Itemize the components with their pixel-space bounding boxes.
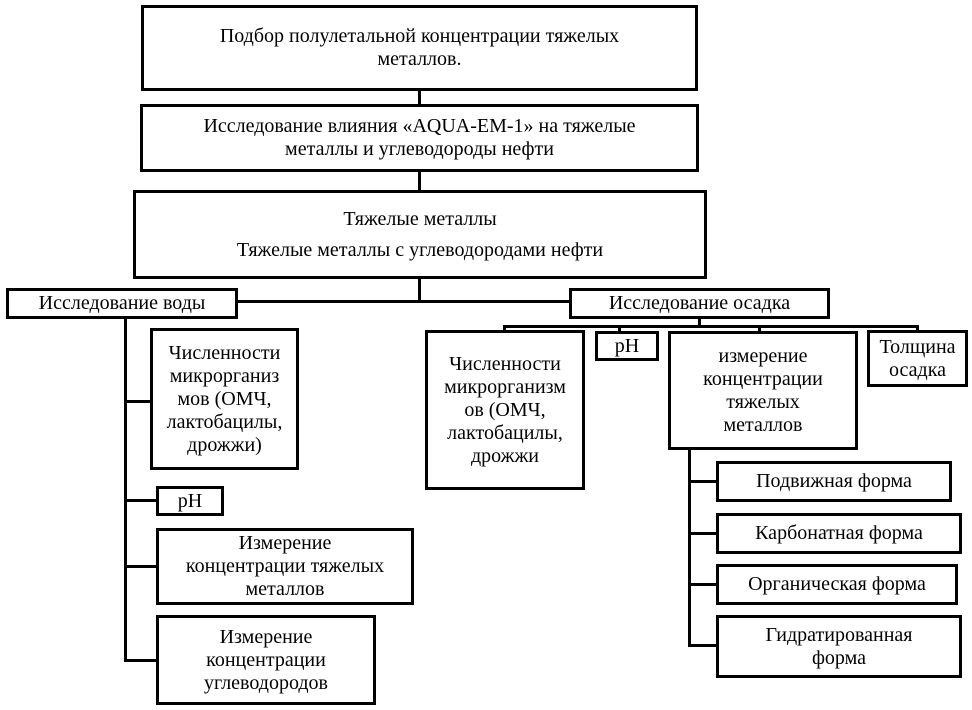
sediment-ph-box: pH: [595, 331, 659, 361]
water-metal-conc-line-3: металлов: [245, 578, 325, 600]
water-microbes-line-2: микрорганиз: [169, 364, 280, 387]
connector-forms-trunk: [688, 448, 691, 646]
connector-water-hydro: [124, 659, 157, 662]
connector-water-metal: [124, 565, 157, 568]
water-microbes-line-3: мов (ОМЧ,: [177, 387, 272, 410]
water-hydro-conc-line-2: концентрации: [206, 648, 326, 671]
sediment-title: Исследование осадка: [608, 292, 791, 314]
water-microbes-line-1: Численности: [168, 341, 281, 364]
connector-study-metals: [418, 171, 421, 191]
form-carbonate-label: Карбонатная форма: [755, 522, 923, 544]
connector-metals-branch: [418, 278, 421, 302]
sediment-metal-conc-line-3: тяжелых: [726, 390, 800, 413]
form-hydrated-box: Гидратированная форма: [716, 615, 962, 678]
root-line-1: Подбор полулетальной концентрации тяжелы…: [219, 25, 620, 47]
sediment-metal-conc-box: измерение концентрации тяжелых металлов: [668, 331, 858, 450]
connector-sediment-trunk: [698, 318, 701, 328]
water-hydro-conc-line-3: углеводородов: [204, 671, 328, 694]
water-hydro-conc-box: Измерение концентрации углеводородов: [156, 615, 376, 705]
sediment-microbes-line-1: Численности: [449, 352, 561, 375]
study-line-1: Исследование влияния «AQUA-EM-1» на тяже…: [203, 115, 636, 137]
connector-form-organic: [688, 583, 719, 586]
sediment-microbes-line-4: лактобацилы,: [447, 421, 563, 444]
sediment-microbes-line-2: микрорганизм: [444, 375, 566, 398]
sediment-metal-conc-line-1: измерение: [718, 344, 808, 367]
sediment-thickness-line-1: Толщина: [879, 335, 956, 358]
water-metal-conc-line-2: концентрации тяжелых: [185, 555, 385, 577]
connector-sediment-ph: [618, 325, 621, 334]
connector-root-study: [418, 90, 421, 105]
sediment-metal-conc-line-4: металлов: [723, 413, 803, 436]
sediment-title-box: Исследование осадка: [569, 288, 830, 319]
connector-form-hydrated: [688, 644, 719, 647]
form-carbonate-box: Карбонатная форма: [716, 513, 962, 554]
form-organic-box: Органическая форма: [716, 564, 958, 605]
connector-sediment-horizontal: [503, 325, 919, 328]
study-box: Исследование влияния «AQUA-EM-1» на тяже…: [140, 104, 699, 172]
water-metal-conc-box: Измерение концентрации тяжелых металлов: [156, 528, 414, 605]
water-microbes-box: Численности микрорганиз мов (ОМЧ, лактоб…: [150, 328, 299, 470]
sediment-ph-label: pH: [614, 334, 640, 357]
sediment-thickness-box: Толщина осадка: [867, 330, 968, 387]
connector-horizontal-main: [237, 300, 570, 303]
connector-water-ph: [124, 499, 157, 502]
water-microbes-line-5: дрожжи): [187, 433, 262, 456]
connector-sediment-thickness: [916, 325, 919, 333]
sediment-microbes-line-5: дрожжи: [470, 444, 540, 467]
water-hydro-conc-line-1: Измерение: [219, 625, 313, 648]
metals-box: Тяжелые металлы Тяжелые металлы с углево…: [133, 190, 707, 279]
sediment-microbes-box: Численности микрорганизм ов (ОМЧ, лактоб…: [425, 330, 585, 490]
connector-sediment-metal: [758, 325, 761, 334]
form-hydrated-line-1: Гидратированная: [765, 623, 913, 646]
metals-line-2: Тяжелые металлы с углеводородами нефти: [236, 238, 604, 261]
water-title: Исследование воды: [38, 292, 206, 314]
study-line-2: металлы и углеводороды нефти: [285, 138, 554, 160]
form-hydrated-line-2: форма: [811, 646, 867, 669]
connector-water-microbes: [124, 400, 151, 403]
connector-sediment-microbes: [503, 325, 506, 333]
form-mobile-box: Подвижная форма: [716, 461, 952, 502]
sediment-microbes-line-3: ов (ОМЧ,: [464, 398, 546, 421]
sediment-thickness-line-2: осадка: [889, 358, 946, 381]
metals-line-1: Тяжелые металлы: [343, 207, 497, 230]
water-microbes-line-4: лактобацилы,: [166, 410, 283, 433]
form-organic-label: Органическая форма: [748, 573, 926, 595]
connector-form-mobile: [688, 480, 719, 483]
root-box: Подбор полулетальной концентрации тяжелы…: [141, 5, 698, 91]
water-title-box: Исследование воды: [6, 288, 238, 319]
connector-form-carbonate: [688, 532, 719, 535]
water-ph-label: pH: [177, 489, 203, 512]
sediment-metal-conc-line-2: концентрации: [703, 367, 823, 390]
connector-water-trunk: [124, 318, 127, 661]
form-mobile-label: Подвижная форма: [756, 470, 912, 492]
water-metal-conc-line-1: Измерение: [238, 532, 332, 554]
water-ph-box: pH: [156, 486, 224, 516]
root-line-2: металлов.: [377, 48, 462, 70]
